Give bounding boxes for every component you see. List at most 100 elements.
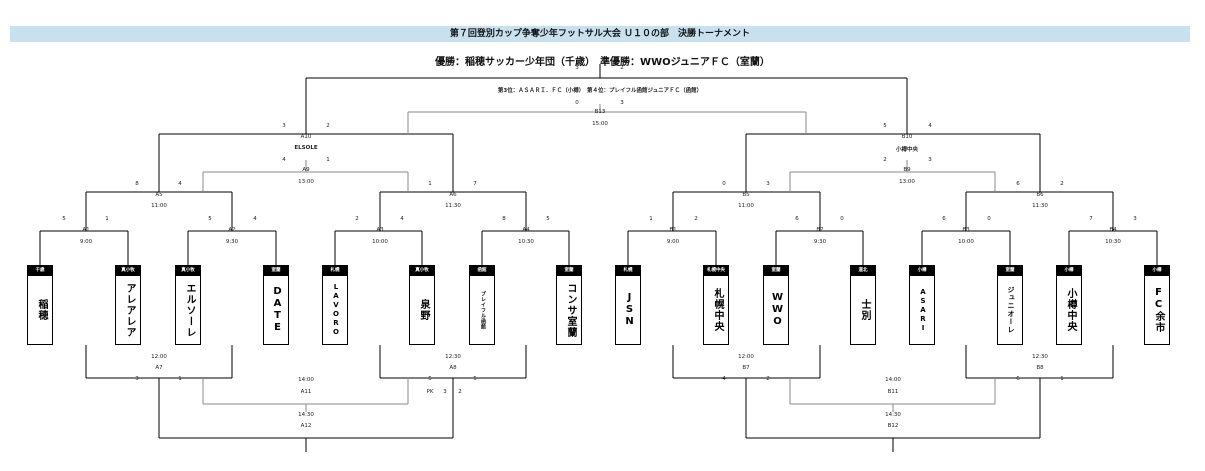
bracket-label: 0	[575, 100, 579, 106]
bracket-label: 0	[987, 216, 991, 222]
bracket-label: 小樽中央	[895, 147, 919, 153]
bracket-label: PK	[426, 389, 434, 395]
bracket-label: A2	[228, 227, 236, 233]
team-name: コンサ室蘭	[565, 282, 576, 338]
bracket-label: A3	[376, 227, 384, 233]
team-region: 小樽	[1057, 266, 1081, 276]
team-card: 函館 プレイフル函館	[469, 265, 495, 345]
bracket-label: 3	[1133, 216, 1137, 222]
bracket-label: B6	[1036, 192, 1044, 198]
team-region: 道北	[851, 266, 875, 276]
team-name: プレイフル函館	[480, 290, 486, 330]
bracket-label: 5	[546, 216, 550, 222]
team-region: 真小牧	[116, 266, 140, 276]
bracket-label: 3	[282, 123, 286, 129]
team-card: 小樽 FC余市	[1144, 265, 1170, 345]
team-region: 室蘭	[998, 266, 1022, 276]
bracket-label: B3	[962, 227, 970, 233]
team-region: 千歳	[28, 266, 52, 276]
team-name: ASARI	[919, 287, 927, 333]
team-region: 室蘭	[764, 266, 788, 276]
bracket-label: B9	[903, 167, 911, 173]
bracket-label: ELSOLE	[294, 145, 318, 151]
team-card: 室蘭 DATE	[263, 265, 289, 345]
bracket-label: 14:30	[298, 412, 314, 418]
team-name: DATE	[272, 286, 283, 334]
team-name: エルソーレ	[184, 282, 195, 338]
bracket-label: 10:30	[518, 239, 534, 245]
bracket-label: 3	[575, 65, 579, 71]
bracket-label: 3	[443, 389, 447, 395]
bracket-label: 13:00	[899, 179, 915, 185]
bracket-label: 8	[502, 216, 506, 222]
bracket-label: 4	[253, 216, 257, 222]
bracket-label: 4	[178, 181, 182, 187]
bracket-label: 12:30	[1032, 354, 1048, 360]
bracket-label: 14:30	[885, 412, 901, 418]
team-name: JSN	[624, 292, 635, 328]
team-card: 千歳 稲穂	[27, 265, 53, 345]
team-region: 室蘭	[264, 266, 288, 276]
bracket-label: 12:30	[445, 354, 461, 360]
bracket-label: 4	[722, 376, 726, 382]
bracket-label: 9:30	[225, 239, 239, 245]
bracket-label: 6	[1016, 376, 1020, 382]
bracket-label: 2	[355, 216, 359, 222]
bracket-label: 0	[840, 216, 844, 222]
bracket-label: B13	[594, 109, 606, 115]
team-name: WWO	[772, 292, 783, 328]
bracket-label: 10:30	[1105, 239, 1121, 245]
bracket-label: A11	[300, 389, 312, 395]
bracket-label: B11	[887, 389, 899, 395]
bracket-label: A7	[155, 365, 163, 371]
bracket-label: B4	[1109, 227, 1117, 233]
bracket-label: A10	[300, 134, 312, 140]
bracket-label: 2	[620, 65, 624, 71]
team-name: 泉野	[418, 299, 429, 321]
bracket-label: 2	[883, 157, 887, 163]
champion-result: 優勝：稲穂サッカー少年団（千歳） 準優勝：WWOジュニアＦＣ（室蘭）	[435, 57, 770, 68]
bracket-label: 4	[282, 157, 286, 163]
bracket-label: 6	[1016, 181, 1020, 187]
bracket-label: B12	[887, 423, 899, 429]
bracket-label: A1	[82, 227, 90, 233]
bracket-label: 2	[766, 376, 770, 382]
bracket-label: 1	[178, 376, 182, 382]
bracket-label: 10:00	[372, 239, 388, 245]
team-name: アレアレア	[124, 282, 135, 338]
bracket-label: 4	[928, 123, 932, 129]
bracket-label: 10:00	[958, 239, 974, 245]
bracket-label: B2	[816, 227, 824, 233]
bracket-label: 2	[458, 389, 462, 395]
bracket-label: 2	[1060, 181, 1064, 187]
bracket-label: 11:00	[151, 203, 167, 209]
bracket-label: 1	[105, 216, 109, 222]
page-title: 第７回登別カップ争奪少年フットサル大会 Ｕ１０の部 決勝トーナメント	[10, 26, 1190, 42]
bracket-label: 14:00	[298, 377, 314, 383]
bracket-label: 1	[428, 181, 432, 187]
team-name: LAVORO	[332, 283, 340, 337]
bracket-label: 3	[620, 100, 624, 106]
team-card: 真小牧 アレアレア	[115, 265, 141, 345]
team-card: 真小牧 泉野	[409, 265, 435, 345]
bracket-label: 3	[928, 157, 932, 163]
bracket-label: B8	[1036, 365, 1044, 371]
bracket-label: 14:00	[885, 377, 901, 383]
team-region: 札幌中央	[704, 266, 728, 276]
bracket-label: 9:00	[79, 239, 93, 245]
bracket-label: A6	[449, 192, 457, 198]
team-name: 小樽中央	[1065, 288, 1076, 332]
bracket-label: A12	[300, 423, 312, 429]
team-region: 室蘭	[557, 266, 581, 276]
bracket-label: 15:00	[592, 121, 608, 127]
team-card: 札幌中央 札幌中央	[703, 265, 729, 345]
bracket-label: 2	[326, 123, 330, 129]
bracket-label: 3	[766, 181, 770, 187]
team-card: 小樽 ASARI	[909, 265, 935, 345]
bracket-label: 12:00	[738, 354, 754, 360]
bracket-label: 5	[62, 216, 66, 222]
bracket-label: 8	[135, 181, 139, 187]
bracket-label: 1	[1060, 376, 1064, 382]
